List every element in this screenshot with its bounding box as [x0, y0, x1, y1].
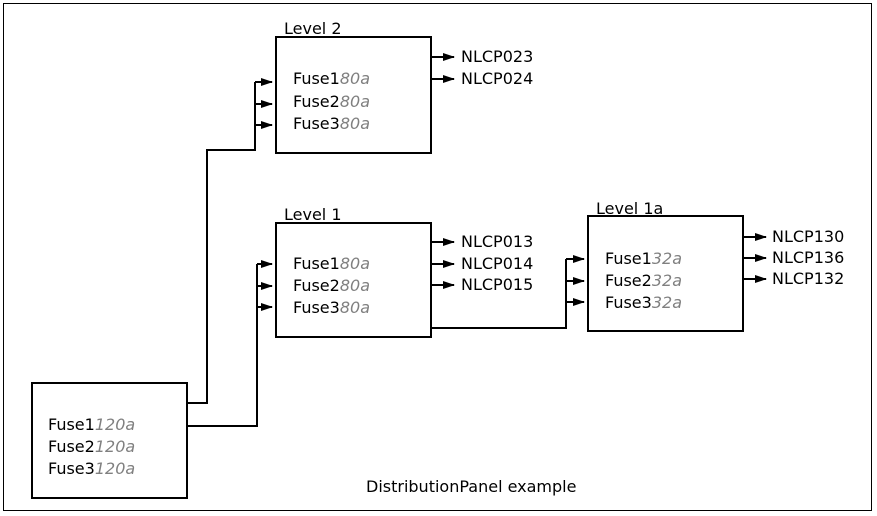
- level2-fuse-3: Fuse380a: [293, 113, 370, 135]
- main-fuse-3: Fuse3120a: [48, 458, 135, 480]
- fuse-rating: 32a: [651, 293, 682, 312]
- fuse-rating: 120a: [94, 459, 136, 478]
- level2-output-2: NLCP024: [461, 69, 534, 88]
- level1-output-1: NLCP013: [461, 232, 534, 251]
- level2-title: Level 2: [284, 19, 342, 38]
- fuse-name: Fuse2: [293, 92, 340, 111]
- level1-output-3: NLCP015: [461, 275, 534, 294]
- fuse-rating: 80a: [339, 69, 370, 88]
- main-fuse-1: Fuse1120a: [48, 414, 135, 436]
- level1-fuse-3: Fuse380a: [293, 297, 370, 319]
- diagram-caption: DistributionPanel example: [366, 477, 577, 496]
- fuse-rating: 80a: [339, 298, 370, 317]
- main-panel-box: [31, 382, 188, 499]
- fuse-name: Fuse1: [605, 249, 652, 268]
- fuse-rating: 32a: [651, 271, 682, 290]
- fuse-rating: 32a: [651, 249, 682, 268]
- diagram-frame: [3, 3, 872, 511]
- feeder-wire-main-to-level1: [178, 264, 258, 427]
- fuse-name: Fuse3: [48, 459, 95, 478]
- level1a-fuse-3: Fuse332a: [605, 292, 682, 314]
- level1a-title: Level 1a: [596, 199, 664, 218]
- level1-fuse-2: Fuse280a: [293, 275, 370, 297]
- level1-output-2: NLCP014: [461, 254, 534, 273]
- fuse-rating: 80a: [339, 254, 370, 273]
- level1a-output-3: NLCP132: [772, 269, 845, 288]
- level2-fuse-1: Fuse180a: [293, 68, 370, 90]
- fuse-name: Fuse1: [48, 415, 95, 434]
- level2-fuse-2: Fuse280a: [293, 91, 370, 113]
- fuse-rating: 80a: [339, 92, 370, 111]
- level1a-fuse-1: Fuse132a: [605, 248, 682, 270]
- fuse-name: Fuse3: [293, 114, 340, 133]
- fuse-name: Fuse3: [605, 293, 652, 312]
- level1-fuse-1: Fuse180a: [293, 253, 370, 275]
- level1a-fuse-2: Fuse232a: [605, 270, 682, 292]
- fuse-name: Fuse1: [293, 254, 340, 273]
- fuse-rating: 80a: [339, 276, 370, 295]
- level1a-output-1: NLCP130: [772, 227, 845, 246]
- level2-output-1: NLCP023: [461, 47, 534, 66]
- fuse-name: Fuse2: [605, 271, 652, 290]
- fuse-name: Fuse2: [48, 437, 95, 456]
- fuse-name: Fuse3: [293, 298, 340, 317]
- level1-panel-box: [275, 222, 432, 338]
- fuse-rating: 120a: [94, 415, 136, 434]
- fuse-rating: 80a: [339, 114, 370, 133]
- level1a-output-2: NLCP136: [772, 248, 845, 267]
- level2-panel-box: [275, 36, 432, 154]
- level1a-panel-box: [587, 215, 744, 332]
- feeder-wire-main-to-level2: [178, 82, 256, 404]
- fuse-name: Fuse2: [293, 276, 340, 295]
- level1-title: Level 1: [284, 205, 342, 224]
- main-fuse-2: Fuse2120a: [48, 436, 135, 458]
- fuse-name: Fuse1: [293, 69, 340, 88]
- fuse-rating: 120a: [94, 437, 136, 456]
